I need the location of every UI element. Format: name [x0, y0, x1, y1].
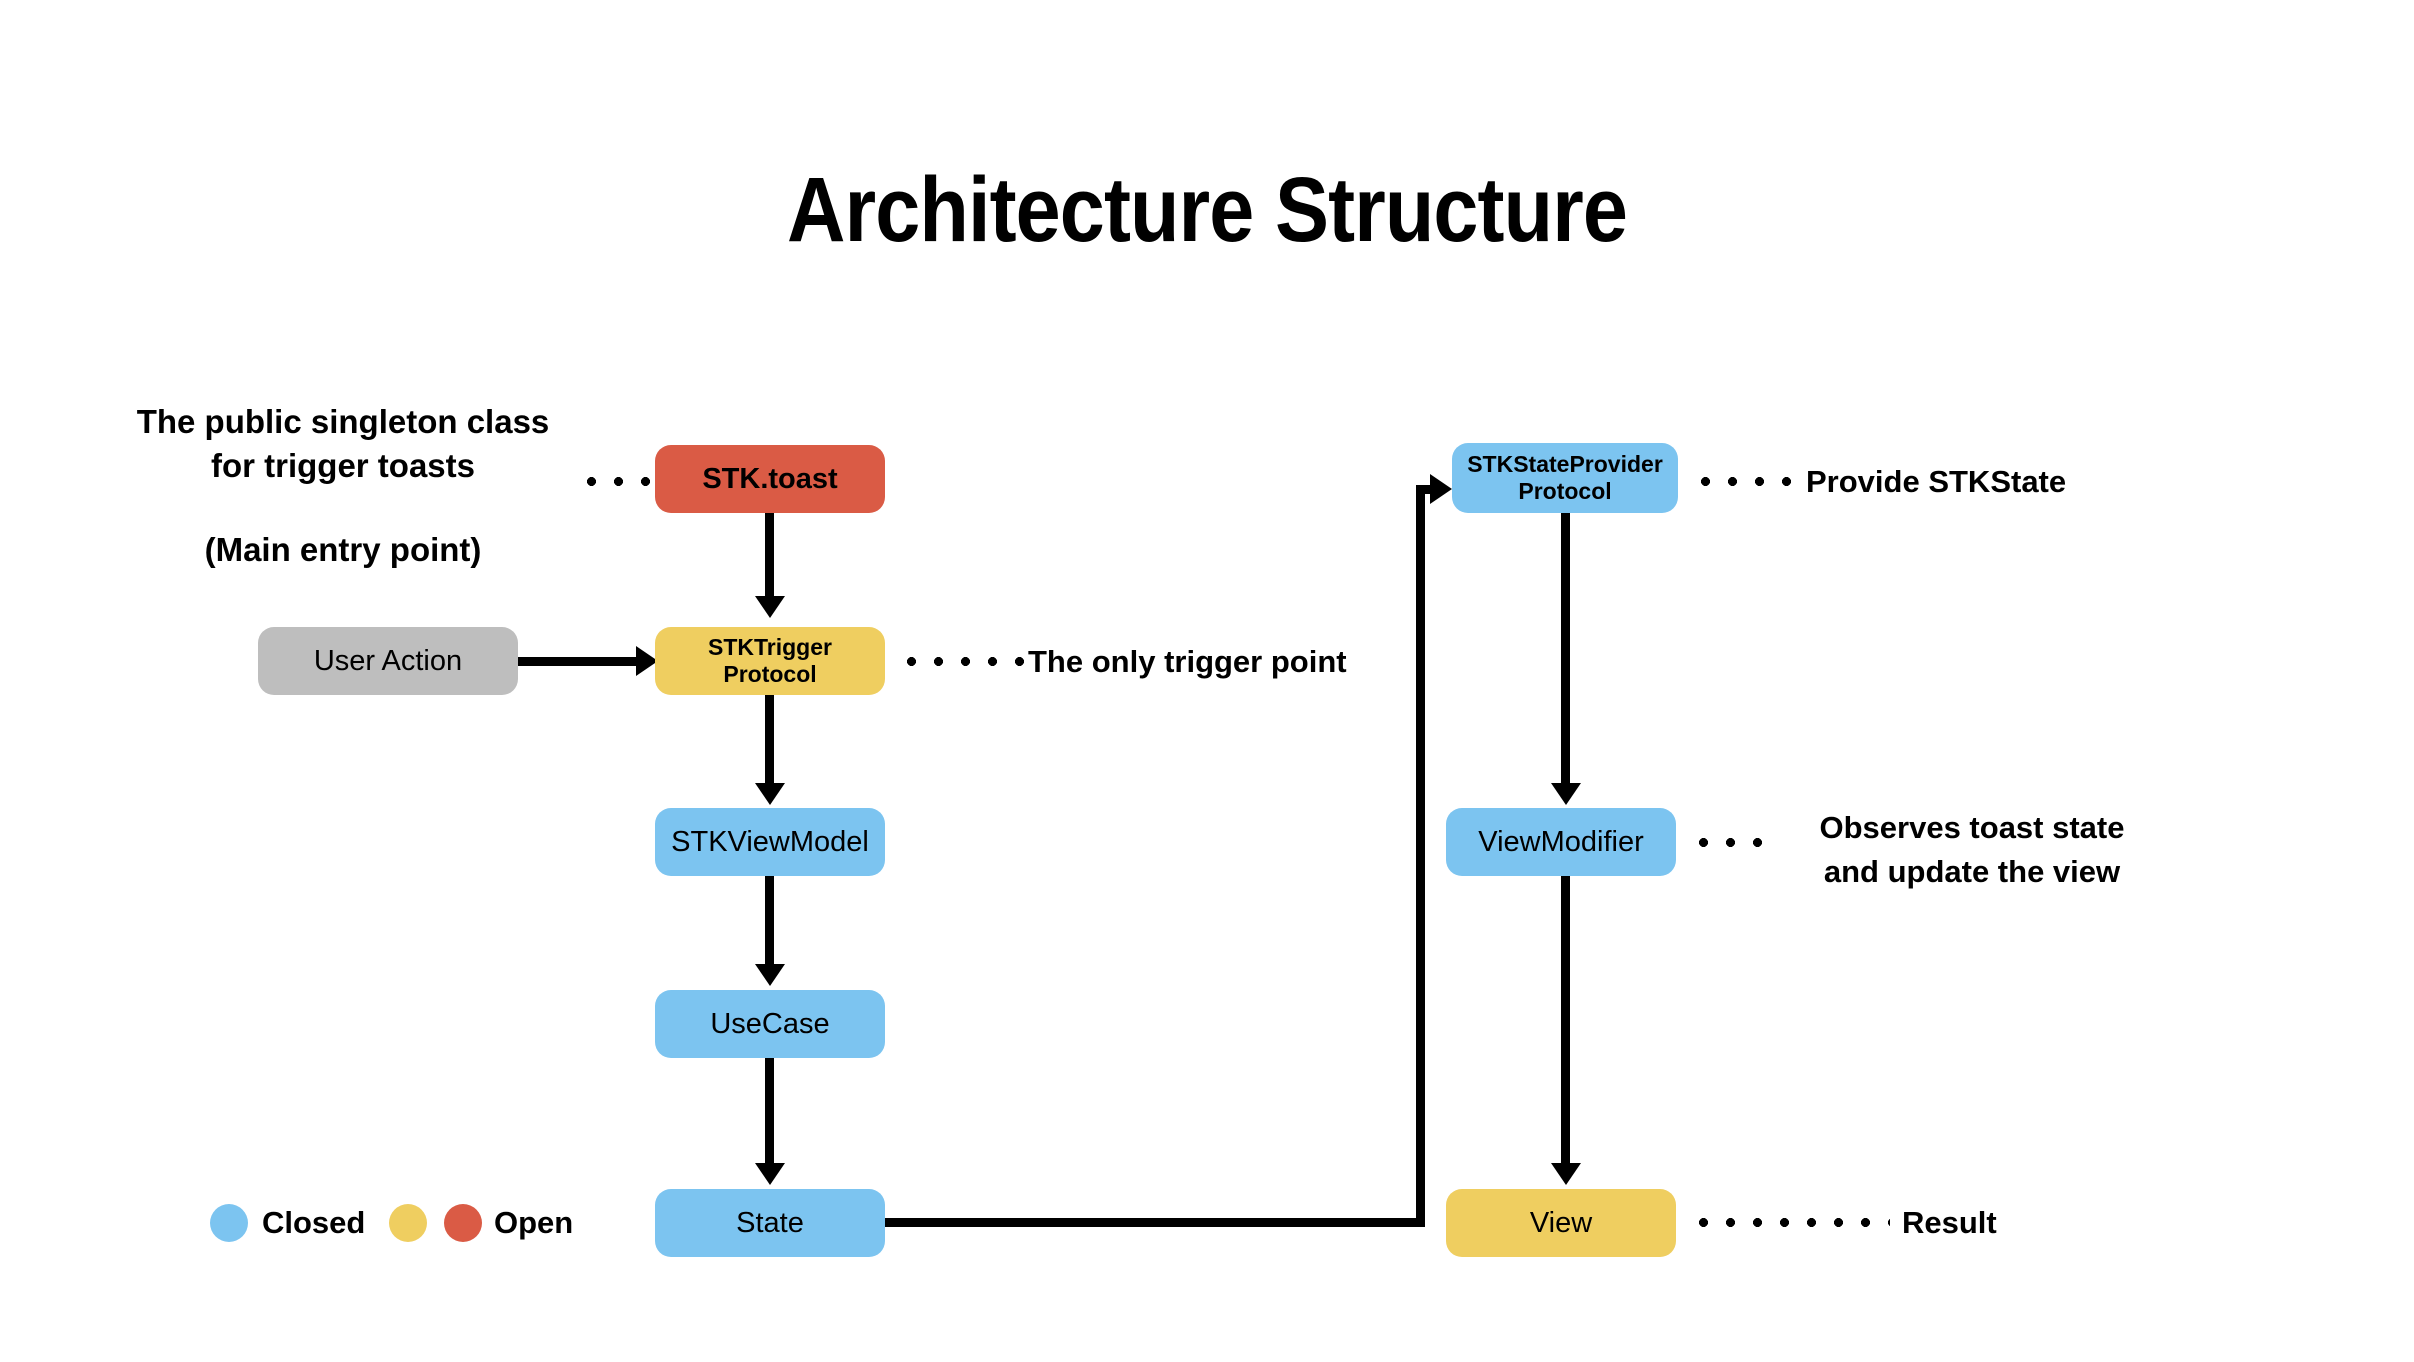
dotted-leader-singleton	[578, 477, 658, 486]
node-view-modifier[interactable]: ViewModifier	[1446, 808, 1676, 876]
connector-provider-to-viewmodifier	[1561, 513, 1570, 785]
connector-usecase-to-state	[765, 1058, 774, 1166]
legend-swatch-closed	[210, 1204, 248, 1242]
arrowhead-stktoast-to-stktrigger	[755, 596, 785, 618]
node-stk-trigger-protocol-line1: STKTrigger	[708, 634, 832, 660]
arrowhead-viewmodel-to-usecase	[755, 964, 785, 986]
annotation-provide-stkstate: Provide STKState	[1806, 464, 2067, 499]
arrowhead-provider-to-viewmodifier	[1551, 783, 1581, 805]
node-stk-state-provider-line2: Protocol	[1518, 478, 1612, 504]
connector-state-to-provider-horizontal	[885, 1218, 1425, 1227]
arrowhead-viewmodifier-to-view	[1551, 1163, 1581, 1185]
annotation-result: Result	[1902, 1205, 1997, 1240]
annotation-only-trigger-point: The only trigger point	[1028, 644, 1347, 679]
node-user-action[interactable]: User Action	[258, 627, 518, 695]
dotted-leader-result	[1690, 1218, 1890, 1227]
page-title: Architecture Structure	[787, 159, 1628, 261]
node-stk-state-provider-protocol[interactable]: STKStateProvider Protocol	[1452, 443, 1678, 513]
annotation-main-entry-point: (Main entry point)	[204, 531, 482, 568]
arrowhead-usecase-to-state	[755, 1163, 785, 1185]
dotted-leader-provide-stkstate	[1692, 477, 1802, 486]
arrowhead-useraction-to-stktrigger	[636, 646, 658, 676]
dotted-leader-observes	[1690, 838, 1772, 847]
connector-stktrigger-to-viewmodel	[765, 695, 774, 785]
arrowhead-state-to-provider	[1430, 474, 1452, 504]
node-usecase[interactable]: UseCase	[655, 990, 885, 1058]
legend-label-open: Open	[494, 1205, 574, 1240]
connector-viewmodel-to-usecase	[765, 876, 774, 966]
annotation-singleton-line2: for trigger toasts	[210, 447, 476, 484]
node-stk-state-provider-line1: STKStateProvider	[1467, 451, 1663, 477]
node-stk-viewmodel[interactable]: STKViewModel	[655, 808, 885, 876]
arrowhead-stktrigger-to-viewmodel	[755, 783, 785, 805]
node-view[interactable]: View	[1446, 1189, 1676, 1257]
connector-viewmodifier-to-view	[1561, 876, 1570, 1166]
annotation-singleton-line1: The public singleton class	[136, 403, 550, 440]
connector-state-to-provider-top	[1416, 485, 1438, 494]
connector-useraction-to-stktrigger	[518, 657, 640, 666]
legend-swatch-open-red	[444, 1204, 482, 1242]
node-stk-toast[interactable]: STK.toast	[655, 445, 885, 513]
node-stk-trigger-protocol-line2: Protocol	[723, 661, 817, 687]
connector-state-to-provider-vertical	[1416, 485, 1425, 1227]
node-stk-trigger-protocol[interactable]: STKTrigger Protocol	[655, 627, 885, 695]
dotted-leader-only-trigger-point	[898, 657, 1026, 666]
node-state[interactable]: State	[655, 1189, 885, 1257]
annotation-observes-line2: and update the view	[1823, 854, 2121, 889]
legend-swatch-open-yellow	[389, 1204, 427, 1242]
annotation-observes-line1: Observes toast state	[1819, 810, 2125, 845]
connector-stktoast-to-stktrigger	[765, 513, 774, 599]
legend-label-closed: Closed	[262, 1205, 366, 1240]
